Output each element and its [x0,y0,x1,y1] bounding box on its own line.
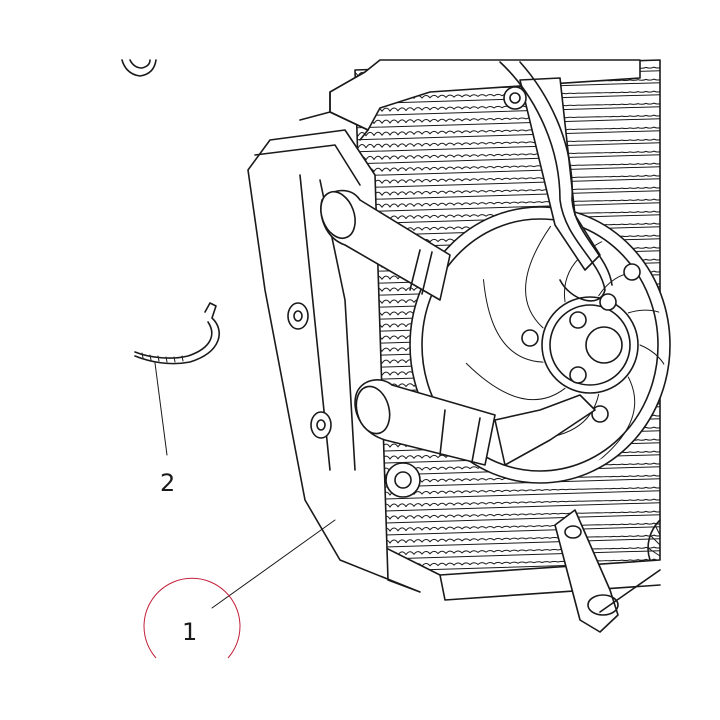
mounting-bracket [554,509,661,633]
fin-row [355,570,660,575]
fin-divider [355,106,660,117]
fin-divider [355,142,660,153]
upper-hose [320,189,451,301]
tank-bolt-lower [385,462,421,498]
fan-blade [465,362,566,401]
fin-row [355,534,660,545]
fin-row [355,174,660,185]
fin-row [355,498,660,509]
fin-row [355,150,660,161]
fan-blade [586,376,636,471]
fan-blade [482,279,544,363]
fin-divider [355,490,660,501]
fin-divider [355,202,660,213]
fan-blade [525,225,551,329]
fin-row [355,162,660,173]
callout-2-label: 2 [160,469,175,497]
callout-1-highlight-circle [143,577,241,659]
lower-hose [354,379,496,466]
fin-row [355,198,660,209]
fin-row [355,510,660,521]
fin-divider [355,154,660,165]
fin-divider [355,178,660,189]
fin-divider [355,130,660,141]
fan-shroud-arms [494,77,601,466]
fin-divider [355,190,660,201]
cable-tie [134,302,220,365]
fin-row [355,546,660,557]
fin-divider [355,166,660,177]
fin-row [355,114,660,125]
callout-1-label: 1 [182,618,197,646]
fan-blade [639,344,665,444]
fin-divider [355,118,660,129]
fin-divider [355,514,660,525]
fan-wire [499,61,613,302]
leader-line-2 [154,362,168,456]
fan-blade [627,309,665,371]
fin-divider [355,502,660,513]
fin-row [355,138,660,149]
fin-divider [355,526,660,537]
bolt-fragment-top [121,59,157,77]
fin-row [355,186,660,197]
fin-row [355,126,660,137]
leader-line-1 [211,519,336,609]
fin-divider [355,538,660,549]
fin-row [355,522,660,533]
